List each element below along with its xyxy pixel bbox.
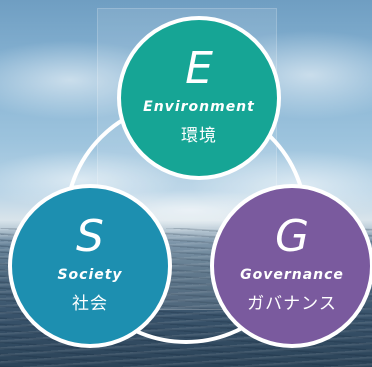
society-circle: S Society 社会 (8, 184, 172, 348)
governance-label-en: Governance (240, 266, 344, 283)
environment-label-jp: 環境 (181, 125, 217, 146)
governance-letter: G (274, 210, 310, 262)
society-label-en: Society (57, 266, 123, 283)
environment-letter: E (185, 42, 213, 94)
governance-circle: G Governance ガバナンス (210, 184, 372, 348)
environment-label-en: Environment (143, 98, 255, 115)
environment-circle: E Environment 環境 (117, 16, 281, 180)
society-label-jp: 社会 (72, 293, 108, 314)
governance-label-jp: ガバナンス (247, 293, 337, 314)
society-letter: S (76, 210, 104, 262)
